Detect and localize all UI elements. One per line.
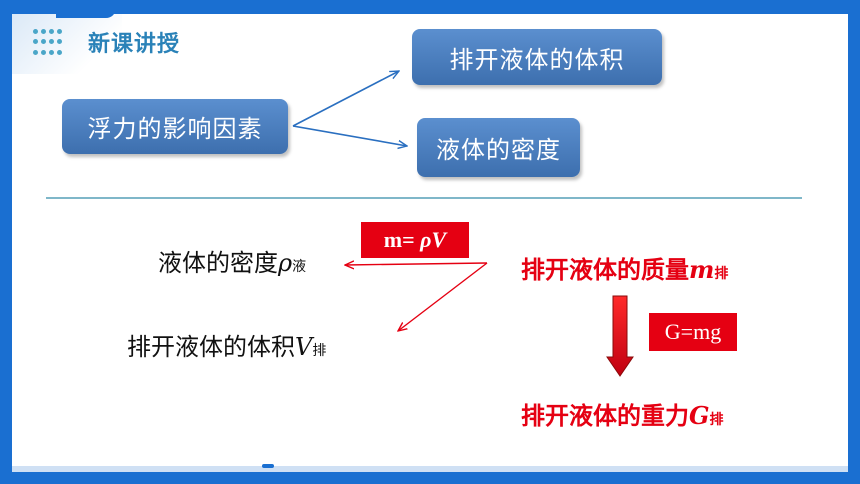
arrow-to-volume-symbol xyxy=(398,262,488,331)
frame-left xyxy=(0,0,12,484)
main-factor-box: 浮力的影响因素 xyxy=(62,99,288,154)
volume-term: 排开液体的体积V排 xyxy=(127,333,327,361)
dot-grid-icon xyxy=(33,29,63,57)
density-term: 液体的密度ρ液 xyxy=(158,249,307,277)
divider-line xyxy=(46,197,802,199)
frame-right xyxy=(848,0,860,484)
factor-volume-box: 排开液体的体积 xyxy=(412,29,662,85)
frame-top-tab xyxy=(56,0,116,18)
down-arrow-icon xyxy=(606,295,634,377)
frame-bottom xyxy=(0,472,860,484)
frame-bottom-inner-line xyxy=(12,466,848,472)
factor-density-box: 液体的密度 xyxy=(417,118,580,177)
gravity-term: 排开液体的重力G排 xyxy=(521,401,724,430)
formula-gravity-label: G=mg xyxy=(649,313,737,351)
frame-top xyxy=(0,0,860,14)
arrow-to-density-symbol xyxy=(345,263,488,265)
mass-term: 排开液体的质量m排 xyxy=(521,255,729,284)
arrow-to-density xyxy=(292,125,407,146)
corner-decoration xyxy=(12,14,122,74)
arrow-to-volume xyxy=(292,71,399,127)
frame-bottom-dash xyxy=(262,464,274,468)
section-title: 新课讲授 xyxy=(88,32,181,57)
